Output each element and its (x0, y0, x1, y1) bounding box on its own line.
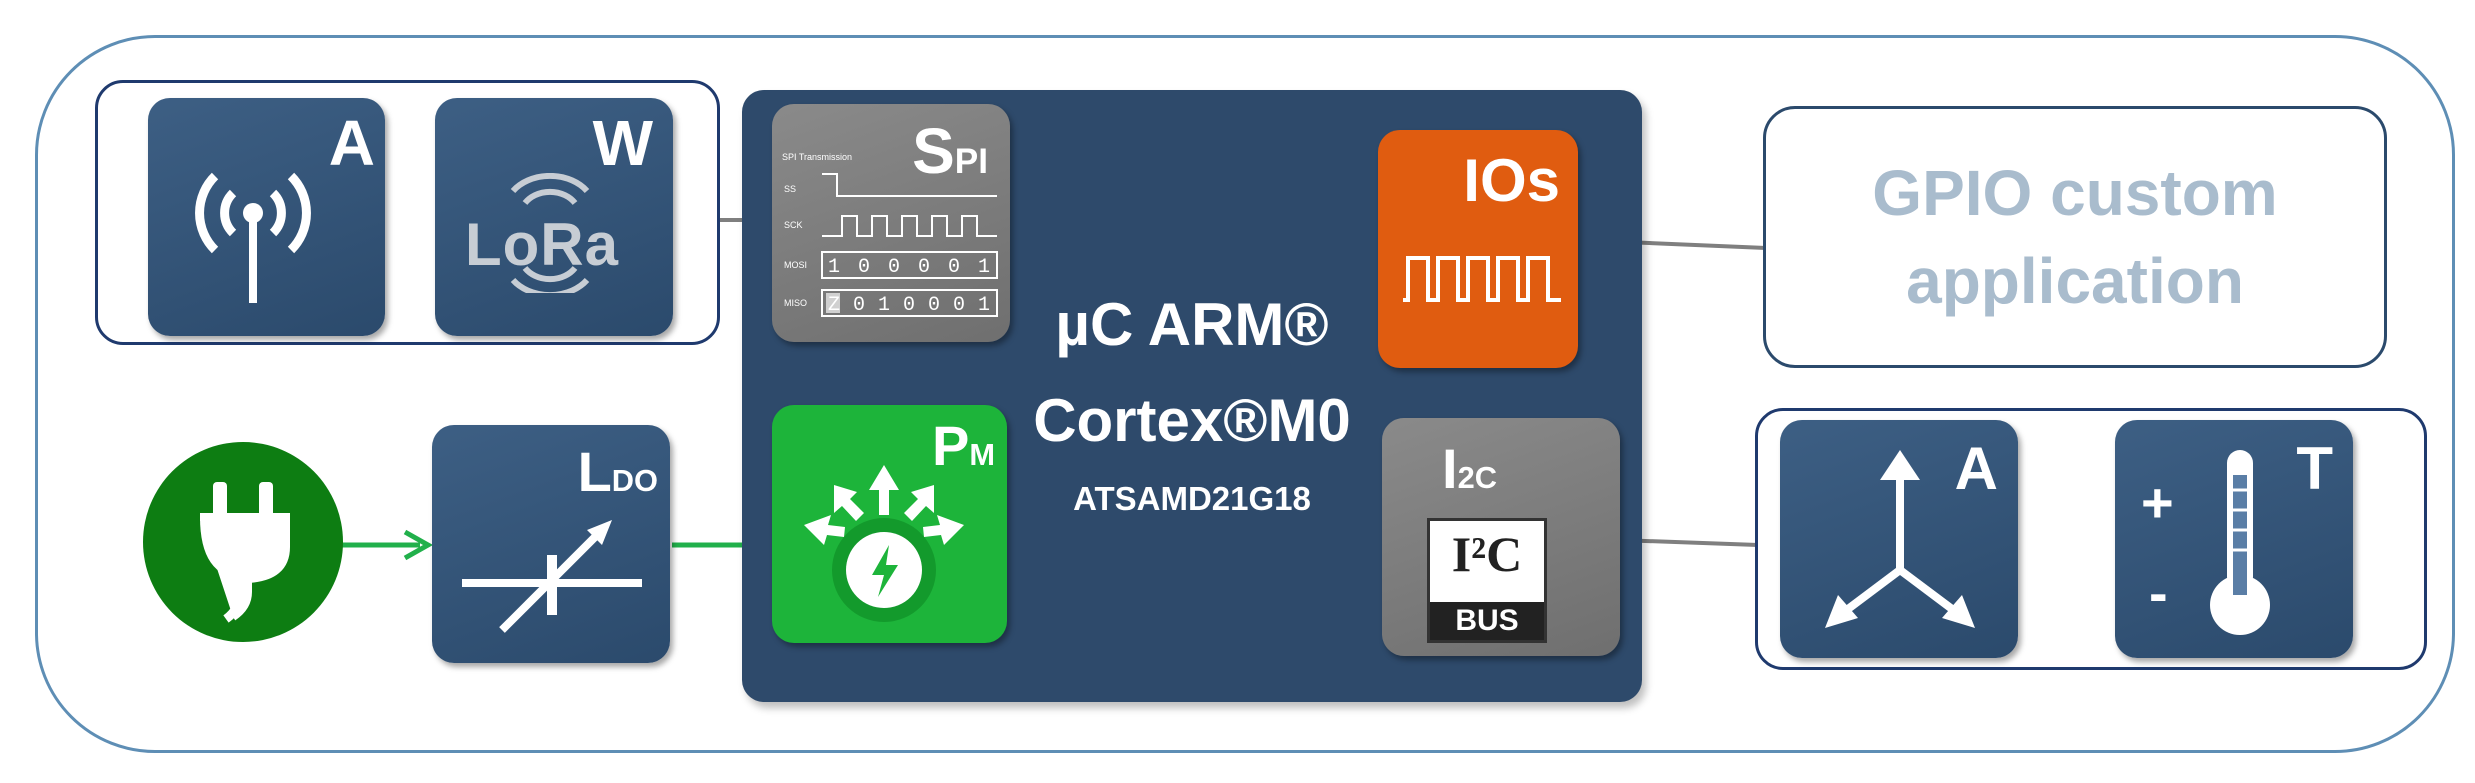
i2c-logo-text: I²C (1451, 526, 1523, 582)
lora-tile: W LoRa (435, 98, 673, 336)
spi-miso-bits-digit: 0 (928, 294, 940, 317)
square-wave-icon (1403, 256, 1561, 302)
i2c-bus-logo: I²C BUS (1427, 518, 1547, 643)
spi-diagram-title: SPI Transmission (782, 152, 852, 162)
spi-mosi-bits-digit: 0 (918, 256, 930, 279)
ldo-letter: LDO (577, 440, 658, 503)
i2c-tile: I2C I²C BUS (1382, 418, 1620, 656)
thermometer-icon (2210, 450, 2270, 635)
temp-plus: + (2141, 471, 2174, 534)
gpio-text: GPIO custom application (1766, 149, 2384, 325)
power-management-icon (804, 465, 964, 622)
antenna-tile: A (148, 98, 385, 336)
spi-ss-label: SS (784, 184, 796, 194)
accelerometer-axes-icon (1825, 450, 1975, 628)
antenna-icon (195, 172, 311, 303)
gpio-line1: GPIO custom (1872, 157, 2278, 229)
lora-logo: LoRa (465, 211, 619, 278)
power-plug-tile (143, 442, 343, 642)
lora-signal-icon (510, 173, 590, 293)
lora-letter: W (592, 107, 653, 179)
spi-mosi-bits-digit: 0 (888, 256, 900, 279)
spi-miso-bits-digit: Z (828, 294, 840, 317)
power-letter: PM (931, 414, 995, 477)
ldo-tile: LDO (432, 425, 670, 663)
spi-miso-bits-digit: 0 (903, 294, 915, 317)
wire-arrowhead (403, 529, 434, 561)
power-plug-icon (200, 482, 290, 623)
temperature-tile: T + - (2115, 420, 2353, 658)
i2c-logo-bus: BUS (1430, 602, 1544, 640)
gpio-custom-application: GPIO custom application (1763, 106, 2387, 368)
spi-miso-label: MISO (784, 298, 807, 308)
spi-letter: SPI (912, 115, 988, 187)
antenna-letter: A (328, 107, 375, 179)
spi-miso-bits-digit: 0 (953, 294, 965, 317)
spi-mosi-bits-digit: 1 (828, 256, 840, 279)
spi-miso-bits-digit: 1 (978, 294, 990, 317)
spi-mosi-bits-digit: 0 (948, 256, 960, 279)
mcu-core: Cortex®M0 (1033, 387, 1351, 454)
mcu-title: µC ARM® (1055, 291, 1329, 358)
spi-mosi-bits-digit: 0 (858, 256, 870, 279)
variable-regulator-icon (462, 520, 642, 633)
i2c-letter: I2C (1442, 437, 1497, 500)
temp-minus: - (2149, 561, 2168, 624)
ios-tile: IOs (1378, 130, 1578, 368)
spi-miso-bits-digit: 0 (853, 294, 865, 317)
spi-mosi-label: MOSI (784, 260, 807, 270)
temp-letter: T (2296, 435, 2333, 502)
mcu-part-number: ATSAMD21G18 (1073, 480, 1311, 517)
power-management-tile: PM (772, 405, 1007, 643)
spi-sck-label: SCK (784, 220, 803, 230)
ios-letter: IOs (1463, 147, 1560, 214)
accelerometer-tile: A (1780, 420, 2018, 658)
system-frame (35, 35, 2455, 753)
gpio-line2: application (1906, 245, 2244, 317)
accel-letter: A (1954, 435, 1998, 502)
spi-miso-bits-digit: 1 (878, 294, 890, 317)
spi-mosi-bits-digit: 1 (978, 256, 990, 279)
